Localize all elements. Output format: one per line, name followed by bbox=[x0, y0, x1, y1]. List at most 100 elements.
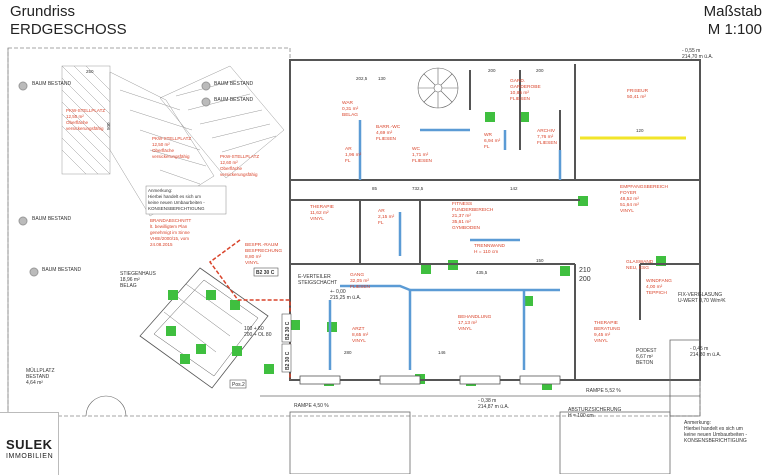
room-label-garderobe: FLIESEN bbox=[510, 96, 531, 102]
room-label-garderobe: GARD. bbox=[510, 78, 525, 84]
title-line1: Grundriss bbox=[10, 3, 76, 20]
room-label-barr-wc: BARR.-WC bbox=[376, 124, 401, 130]
room-label-bespr: VINYL bbox=[245, 260, 259, 266]
logo-name: SULEK bbox=[6, 437, 53, 452]
note-anmerkung-top-l2: Hierbei handelt es sich um bbox=[148, 194, 201, 199]
room-label-therapie1: THERAPIE bbox=[310, 204, 334, 210]
note-brand-l1: BRANDABSCHNITT bbox=[150, 218, 192, 223]
dim: 500 bbox=[106, 122, 111, 130]
room-label-bespr: BESPRECHUNG bbox=[245, 248, 282, 254]
fire-badge-3: B2 30 C bbox=[285, 351, 291, 370]
anm-bottom-l3: keine neuen Umbaurbeiten - bbox=[684, 432, 747, 438]
dim: 210 bbox=[579, 267, 591, 274]
absturz-l1: ABSTURZSICHERUNG bbox=[568, 407, 621, 413]
dim: 120 bbox=[636, 128, 644, 133]
fire-badge-2: B2 30 C bbox=[285, 321, 291, 340]
room-label-ar-small: AR bbox=[345, 146, 352, 152]
room-label-ar2: FL bbox=[378, 220, 384, 226]
room-label-wc: FLIESEN bbox=[412, 158, 433, 164]
room-label-behandlung: BEHANDLUNG bbox=[458, 314, 492, 320]
room-label-archiv: FLIESEN bbox=[537, 140, 558, 146]
room-label-empfang: FOYER bbox=[620, 190, 637, 196]
room-label-gang: GANG bbox=[350, 272, 364, 278]
room-label-wc: WC bbox=[412, 146, 421, 152]
room-label-bespr: BESPR.-RAUM bbox=[245, 242, 278, 248]
scale-line1: Maßstab bbox=[703, 3, 762, 20]
level2-l2: 214,70 m ü.A. bbox=[682, 54, 713, 60]
podest-l1: PODEST bbox=[636, 348, 657, 354]
dim: 200 bbox=[488, 68, 496, 73]
title-line2: ERDGESCHOSS bbox=[10, 21, 127, 38]
dim: 435,5 bbox=[476, 270, 488, 275]
scale-label: Maßstab M 1:100 bbox=[704, 3, 762, 39]
room-label-arzt: ARZT bbox=[352, 326, 365, 332]
anm-bottom-l4: KONSENSBERICHTIGUNG bbox=[684, 438, 747, 444]
room-label-archiv: ARCHIV bbox=[537, 128, 556, 134]
room-label-ar-small: FL bbox=[345, 158, 351, 164]
room-label-therapie1: VINYL bbox=[310, 216, 324, 222]
level3-l1: - 0,45 m bbox=[690, 346, 708, 352]
parking-label-3-l1: PKW-STELLPLATZ bbox=[220, 154, 259, 159]
dim: 142 bbox=[510, 186, 518, 191]
tree-markers bbox=[18, 81, 211, 277]
dim: 146 bbox=[438, 350, 446, 355]
room-label-glaswand: NEU, ESG bbox=[626, 265, 649, 271]
anm-bottom-l2: Hierbei handelt es sich um bbox=[684, 426, 743, 432]
room-label-fitness: 35,61 m² bbox=[452, 219, 471, 225]
parking-label-2-l1: PKW-STELLPLATZ bbox=[152, 136, 191, 141]
ramp-area bbox=[260, 339, 701, 474]
building-walls bbox=[289, 59, 701, 381]
room-label-empfang: 48,52 m² bbox=[620, 196, 639, 202]
parking-label-3-l3: Oberfläche bbox=[220, 166, 243, 171]
room-label-behandlung: VINYL bbox=[458, 326, 472, 332]
note-brand-l3: genehmigt im Sinne bbox=[150, 230, 190, 235]
room-label-wr: 6,94 m² bbox=[484, 138, 501, 144]
tree-label: BAUM BESTAND bbox=[214, 97, 253, 103]
parking-label-1-l3: Oberfläche bbox=[66, 120, 89, 125]
note-anmerkung-top-l3: keine neuen Umbaurbeiten - bbox=[148, 200, 205, 205]
logo-subtitle: IMMOBILIEN bbox=[6, 453, 54, 460]
dim: 732,5 bbox=[412, 186, 424, 191]
blue-walls bbox=[328, 120, 562, 370]
note-anmerkung-top-l4: KONSENSBERICHTIGUNG bbox=[148, 206, 205, 211]
stairdim-l1: 100 + 60 bbox=[244, 326, 264, 332]
gate-arcs bbox=[85, 395, 127, 417]
room-label-barr-wc: FLIESEN bbox=[376, 136, 397, 142]
room-label-gang: FLIESEN bbox=[350, 284, 371, 290]
room-label-fitness: FUNDERBEREICH bbox=[452, 207, 494, 213]
podest-l2: 6,67 m² bbox=[636, 354, 653, 360]
fire-badge-1: B2 30 C bbox=[256, 270, 275, 276]
room-label-empfang: VINYL bbox=[620, 208, 634, 214]
bottom-windows bbox=[299, 375, 561, 385]
dim: 150 bbox=[536, 258, 544, 263]
room-label-therapie2: THERAPIE bbox=[594, 320, 618, 326]
dim: 200 bbox=[579, 276, 591, 283]
company-logo: SULEK IMMOBILIEN bbox=[0, 412, 59, 475]
room-label-empfang: EMPFANGSBEREICH bbox=[620, 184, 669, 190]
dim: 202,5 bbox=[356, 76, 368, 81]
stairdim-l2: 200 + OL 80 bbox=[244, 332, 272, 338]
level2-l1: - 0,55 m bbox=[682, 48, 700, 54]
room-label-wr: WR bbox=[484, 132, 493, 138]
absturz-l2: H = 100 cm bbox=[568, 413, 594, 419]
stiegenhaus-l2: 18,96 m² bbox=[120, 277, 140, 283]
trennwand-l2: H = 110 cm bbox=[474, 249, 498, 255]
room-label-fitness: FITNESS bbox=[452, 201, 472, 207]
room-label-friseur: FRISEUR bbox=[627, 88, 649, 94]
room-label-barr-wc: 4,69 m² bbox=[376, 130, 393, 136]
room-label-ar2: AR bbox=[378, 208, 385, 214]
room-label-therapie2: VINYL bbox=[594, 338, 608, 344]
parking-label-1-l2: 12,50 m² bbox=[66, 114, 84, 119]
note-brand-l5: 24.08.2015 bbox=[150, 242, 173, 247]
room-label-wc: 1,71 m² bbox=[412, 152, 429, 158]
level1-l1: +- 0,00 bbox=[330, 289, 346, 295]
spiral-stair bbox=[417, 67, 459, 109]
parking-label-3-l4: versickerungsfähig bbox=[220, 172, 258, 177]
stiegenhaus-l1: STIEGENHAUS bbox=[120, 271, 157, 277]
level4-l1: - 0,38 m bbox=[478, 398, 496, 404]
dim: 200 bbox=[536, 68, 544, 73]
everteiler-l2: STEIGSCHACHT bbox=[298, 280, 337, 286]
room-label-arzt: VINYL bbox=[352, 338, 366, 344]
room-label-windfang: 4,00 m² bbox=[646, 284, 663, 290]
